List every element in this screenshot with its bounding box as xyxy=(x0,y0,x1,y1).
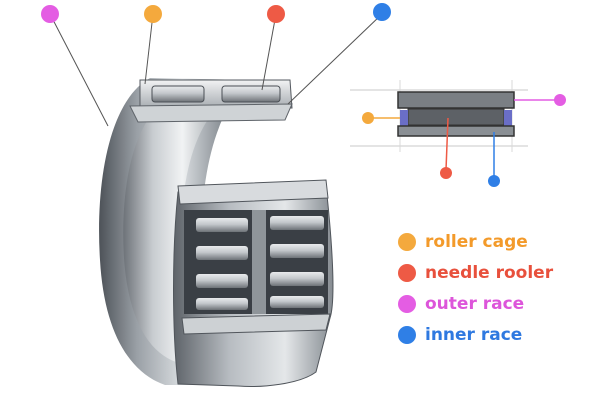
legend-label: needle rooler xyxy=(425,263,554,283)
legend-dot-icon xyxy=(398,295,416,313)
cross-section-inset xyxy=(350,80,566,187)
callout-line-outer-race xyxy=(49,13,109,127)
callout-dot-roller-cage xyxy=(144,5,162,23)
section-outer-race xyxy=(397,91,515,109)
inner-bore xyxy=(123,102,222,362)
callout-dot-inner-race xyxy=(373,3,391,21)
legend-dot-icon xyxy=(398,264,416,282)
inner-race-lip xyxy=(129,103,293,123)
inner-race-front-band xyxy=(181,313,331,335)
legend-label: roller cage xyxy=(425,232,528,252)
legend-item-roller-cage: roller cage xyxy=(398,228,588,259)
section-inner-race xyxy=(397,125,515,137)
section-cage-left xyxy=(400,110,408,130)
callout-line-needle-roller xyxy=(261,13,277,91)
legend-item-inner-race: inner race xyxy=(398,321,588,352)
legend-item-needle-roller: needle rooler xyxy=(398,259,588,290)
section-cage-right xyxy=(504,110,512,130)
legend-dot-icon xyxy=(398,326,416,344)
inset-dot-needle-roller xyxy=(440,167,452,179)
legend-dot-icon xyxy=(398,233,416,251)
cage-center-rib xyxy=(252,210,266,314)
legend: roller cage needle rooler outer race inn… xyxy=(398,228,588,352)
legend-item-outer-race: outer race xyxy=(398,290,588,321)
callout-dot-outer-race xyxy=(41,5,59,23)
legend-label: outer race xyxy=(425,294,525,314)
inset-dot-roller-cage xyxy=(362,112,374,124)
front-needle-rollers xyxy=(196,216,324,310)
callout-dot-needle-roller xyxy=(267,5,285,23)
top-needle-roller xyxy=(221,85,281,103)
callout-line-roller-cage xyxy=(144,13,154,85)
outer-race-front-band xyxy=(177,179,329,205)
legend-label: inner race xyxy=(425,325,523,345)
callout-line-inner-race xyxy=(287,13,383,105)
inset-dot-inner-race xyxy=(488,175,500,187)
inset-dot-outer-race xyxy=(554,94,566,106)
top-needle-roller xyxy=(151,85,205,103)
section-needle-roller xyxy=(407,108,505,126)
